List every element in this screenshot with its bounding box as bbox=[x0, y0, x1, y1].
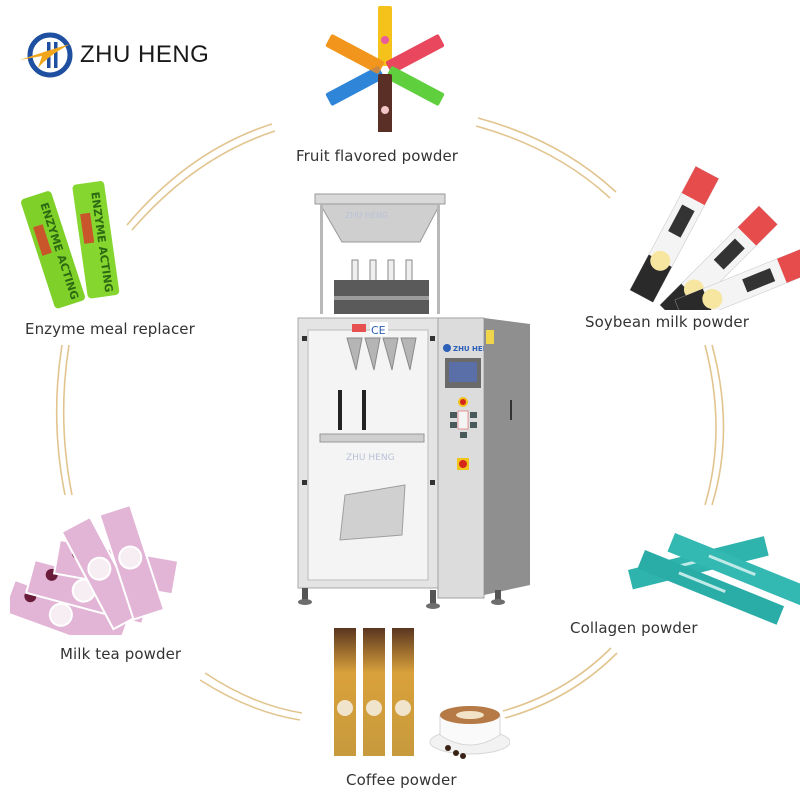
arc-top-right bbox=[477, 117, 617, 193]
arc-right bbox=[711, 344, 725, 506]
brand-logo: ZHU HENG bbox=[18, 30, 209, 80]
ce-mark: CE bbox=[371, 324, 386, 337]
collagen-powder-image bbox=[628, 533, 800, 625]
enzyme-meal-replacer-image: ENZYME ACTING ENZYME ACTING bbox=[21, 181, 120, 309]
label-soybean-milk-powder: Soybean milk powder bbox=[585, 313, 749, 331]
label-collagen-powder: Collagen powder bbox=[570, 619, 698, 637]
coffee-powder-image bbox=[334, 628, 510, 759]
hopper-watermark: ZHU HENG bbox=[345, 211, 388, 220]
machine-brand-plate: ZHU HENG bbox=[453, 345, 495, 353]
arc-bottom-left bbox=[199, 679, 301, 721]
label-milk-tea-powder: Milk tea powder bbox=[60, 645, 182, 663]
fruit-powder-image bbox=[325, 6, 445, 132]
arc-left bbox=[55, 344, 66, 496]
front-watermark: ZHU HENG bbox=[346, 453, 395, 463]
brand-name: ZHU HENG bbox=[80, 41, 210, 68]
arc-top-left bbox=[126, 123, 273, 226]
label-fruit-flavored-powder: Fruit flavored powder bbox=[296, 147, 459, 165]
label-enzyme-meal-replacer: Enzyme meal replacer bbox=[25, 320, 195, 338]
arc-bottom-right bbox=[504, 652, 618, 719]
label-coffee-powder: Coffee powder bbox=[346, 771, 457, 789]
milk-tea-powder-image bbox=[10, 503, 180, 635]
soybean-milk-powder-image bbox=[629, 165, 800, 310]
stick-pack-machine-image: ZHU HENG CE ZHU HENG ZHU HENG bbox=[297, 193, 530, 609]
zhu-heng-logo-icon bbox=[20, 32, 73, 78]
